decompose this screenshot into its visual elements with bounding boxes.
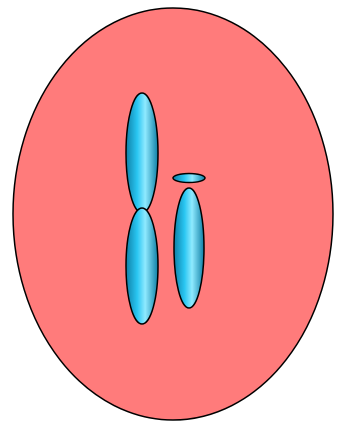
chromatid-lower: [126, 208, 158, 324]
chromatid-upper: [126, 93, 158, 213]
cell-body: [13, 8, 333, 420]
chromosome-satellite: [173, 174, 205, 183]
chromosome-arm: [174, 188, 204, 308]
